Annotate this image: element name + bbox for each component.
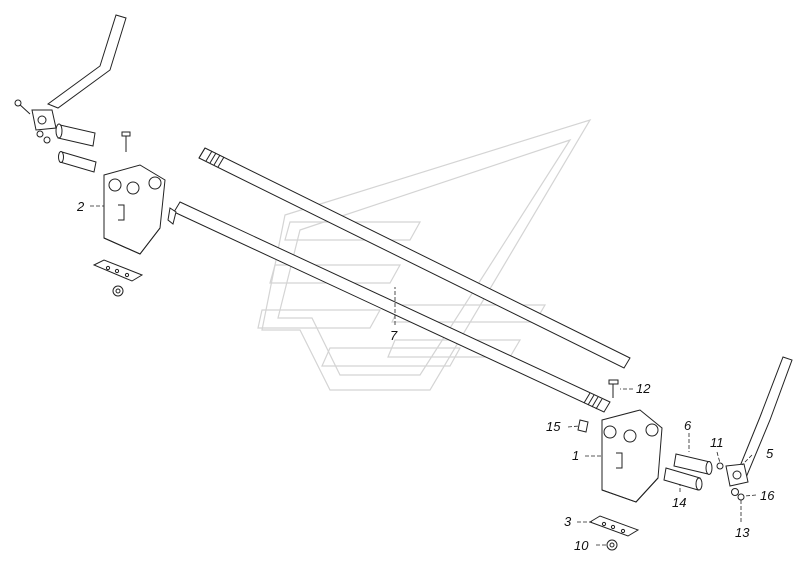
lower-rod — [173, 201, 611, 413]
left-cotter — [167, 207, 177, 225]
callout-1: 1 — [572, 448, 579, 463]
callout-15: 15 — [546, 419, 561, 434]
right-lever — [716, 356, 793, 501]
callouts: 1 2 3 5 6 7 10 11 12 13 14 15 16 — [76, 199, 775, 553]
leader-lines — [90, 205, 757, 546]
right-pin — [663, 467, 703, 491]
callout-13: 13 — [735, 525, 750, 540]
right-nut — [606, 539, 618, 551]
left-plate — [92, 259, 144, 282]
callout-14: 14 — [672, 495, 686, 510]
callout-5: 5 — [766, 446, 774, 461]
right-bolt — [608, 379, 619, 398]
callout-7: 7 — [390, 328, 398, 343]
callout-12: 12 — [636, 381, 651, 396]
left-bolt — [121, 131, 131, 152]
right-cotter — [577, 419, 589, 433]
callout-16: 16 — [760, 488, 775, 503]
callout-3: 3 — [564, 514, 572, 529]
right-bracket — [601, 409, 663, 503]
left-pin — [58, 151, 97, 173]
callout-2: 2 — [76, 199, 85, 214]
kamaz-logo-watermark — [257, 118, 592, 391]
left-bracket — [103, 164, 166, 255]
right-bushing — [673, 453, 713, 475]
left-nut — [112, 285, 124, 297]
callout-6: 6 — [684, 418, 692, 433]
upper-rod — [198, 147, 631, 369]
left-lever — [14, 14, 127, 144]
callout-11: 11 — [710, 435, 724, 450]
left-bushing — [55, 123, 96, 147]
right-plate — [588, 515, 640, 537]
callout-10: 10 — [574, 538, 589, 553]
